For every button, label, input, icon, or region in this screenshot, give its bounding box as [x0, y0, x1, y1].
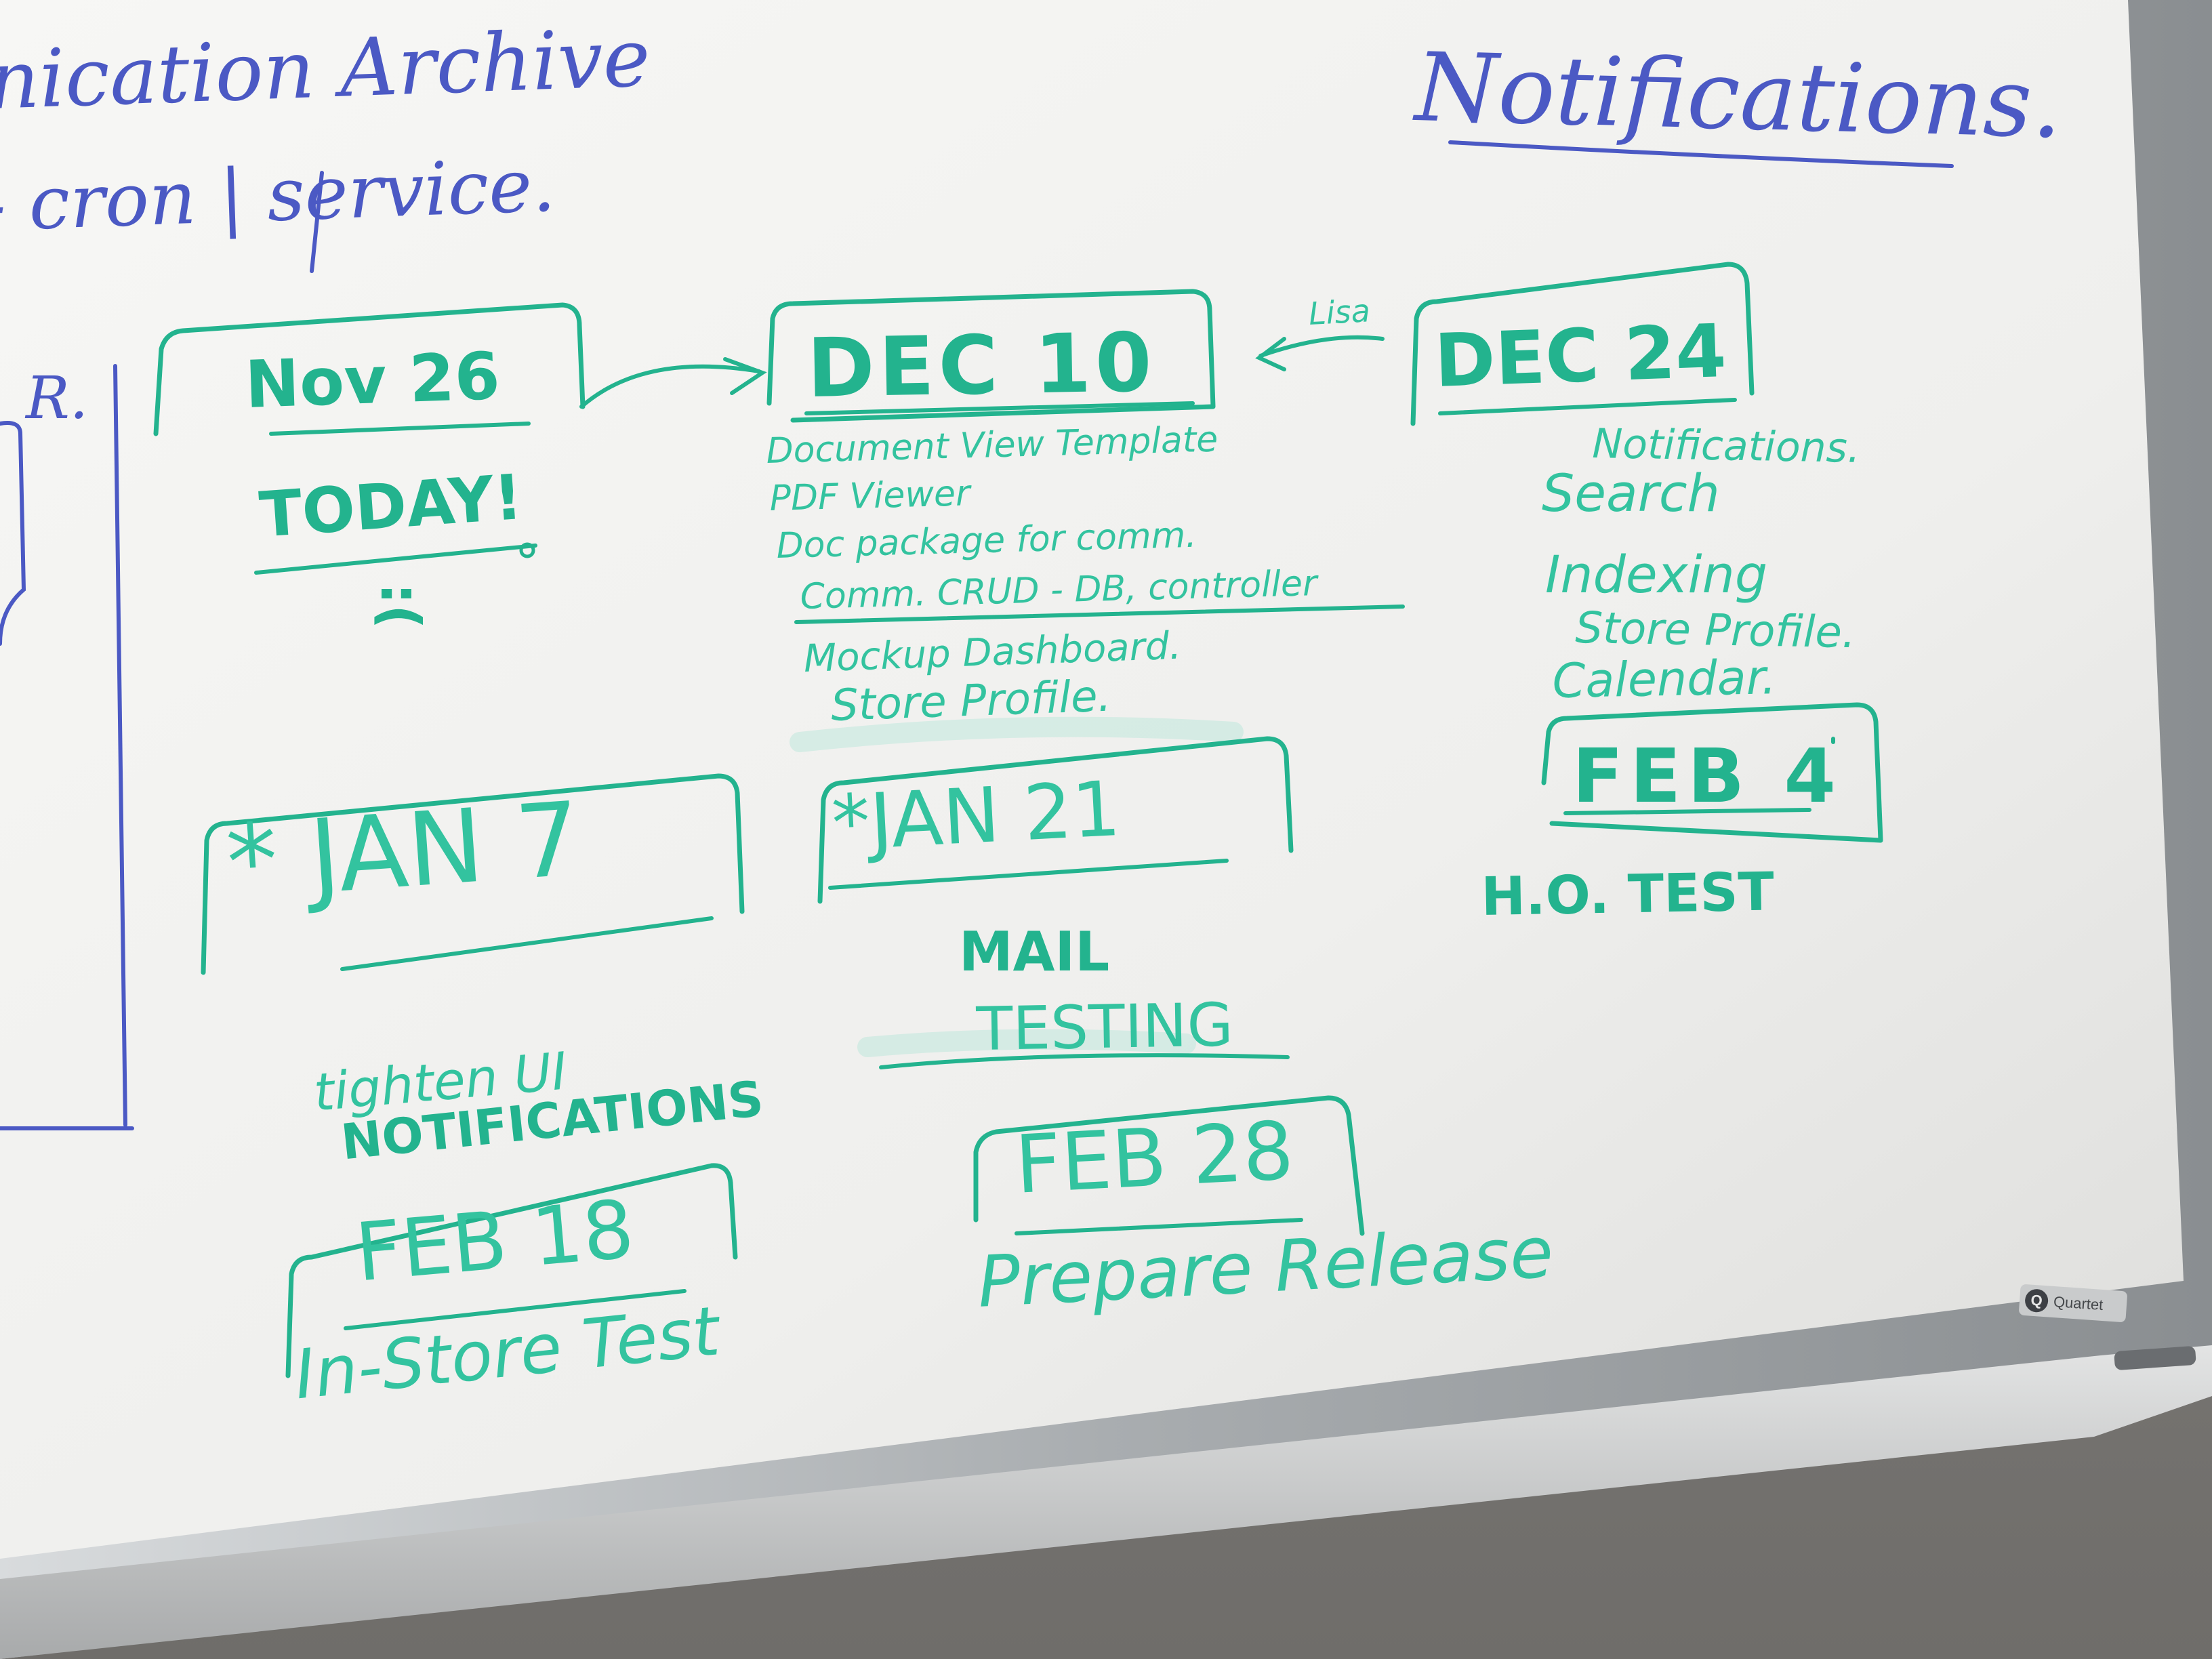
tray-clip	[2114, 1346, 2196, 1370]
arrowhead-lisa	[1255, 337, 1286, 371]
note-ho-test: H.O. TEST	[1480, 861, 1775, 928]
ghost-marks	[790, 716, 1244, 1057]
date-jan21: *JAN 21	[830, 764, 1123, 868]
header-right: Notifications.	[1414, 33, 2064, 160]
left-bracket	[0, 421, 26, 646]
underline-nov26	[269, 422, 531, 436]
today-dot	[519, 542, 535, 558]
dec10-item-6: Store Profile.	[830, 671, 1112, 731]
box-feb18	[285, 1163, 738, 1378]
box-feb4	[1541, 702, 1883, 843]
box-dec24	[1410, 262, 1755, 426]
underline-feb4	[1563, 808, 1811, 815]
date-feb18: FEB 18	[352, 1182, 638, 1300]
underline-dec10	[804, 401, 1195, 415]
box-jan7	[201, 773, 745, 975]
note-testing: TESTING	[975, 989, 1234, 1064]
date-feb4: FEB 4	[1572, 733, 1843, 819]
board-surface	[0, 0, 2184, 1559]
dec24-item-5: Calendar.	[1551, 649, 1777, 709]
dec10-item-3: Doc package for comm.	[775, 514, 1197, 567]
quartet-q-icon: Q	[2024, 1288, 2049, 1313]
sad-face: :(	[369, 583, 432, 630]
date-dec10: DEC 10	[806, 316, 1157, 416]
underline-today	[254, 544, 537, 575]
dec24-item-1: Notifications.	[1591, 420, 1861, 472]
date-dec24: DEC 24	[1433, 308, 1728, 404]
date-feb28: FEB 28	[1012, 1103, 1296, 1212]
underline-jan21	[828, 859, 1229, 890]
arrow-lisa	[1258, 335, 1385, 358]
dec10-item-2: PDF Viewer	[769, 473, 971, 519]
left-letter: R.	[26, 365, 89, 432]
box-dec10	[766, 289, 1216, 423]
quartet-label: Quartet	[2053, 1293, 2104, 1314]
date-nov26: Nov 26	[243, 337, 501, 423]
arrow-label-lisa: Lisa	[1307, 292, 1372, 332]
underline-mail	[879, 1053, 1290, 1069]
left-vertical	[113, 364, 127, 1127]
marker-tray	[0, 1345, 2212, 1659]
header-underline	[1448, 140, 1954, 168]
underline-comm	[794, 605, 1405, 624]
blue-strokes	[0, 140, 1954, 1130]
header-left-line1: nication Archive	[0, 10, 652, 127]
underline-jan7	[340, 916, 714, 971]
vertical-divider	[310, 171, 324, 273]
dec24-item-2: Search	[1542, 463, 1720, 523]
arrowhead-nov-dec	[723, 357, 767, 395]
green-boxes	[153, 262, 1883, 1378]
date-jan7: * JAN 7	[223, 780, 585, 923]
box-nov26	[153, 302, 586, 436]
underline-feb28	[1015, 1218, 1303, 1235]
underline-dec24	[1438, 398, 1737, 415]
underline-feb18	[344, 1289, 687, 1330]
header-left-line2: - cron | service.	[0, 143, 557, 248]
green-lines	[254, 335, 1835, 1330]
note-mail: MAIL	[959, 920, 1110, 983]
dec24-item-3: Indexing	[1545, 544, 1768, 605]
box-jan21	[817, 736, 1294, 904]
arrow-nov-dec	[579, 364, 761, 409]
note-today: TODAY!	[257, 460, 525, 552]
dec24-item-4: Store Profile.	[1574, 603, 1856, 659]
box-feb28	[973, 1095, 1365, 1236]
